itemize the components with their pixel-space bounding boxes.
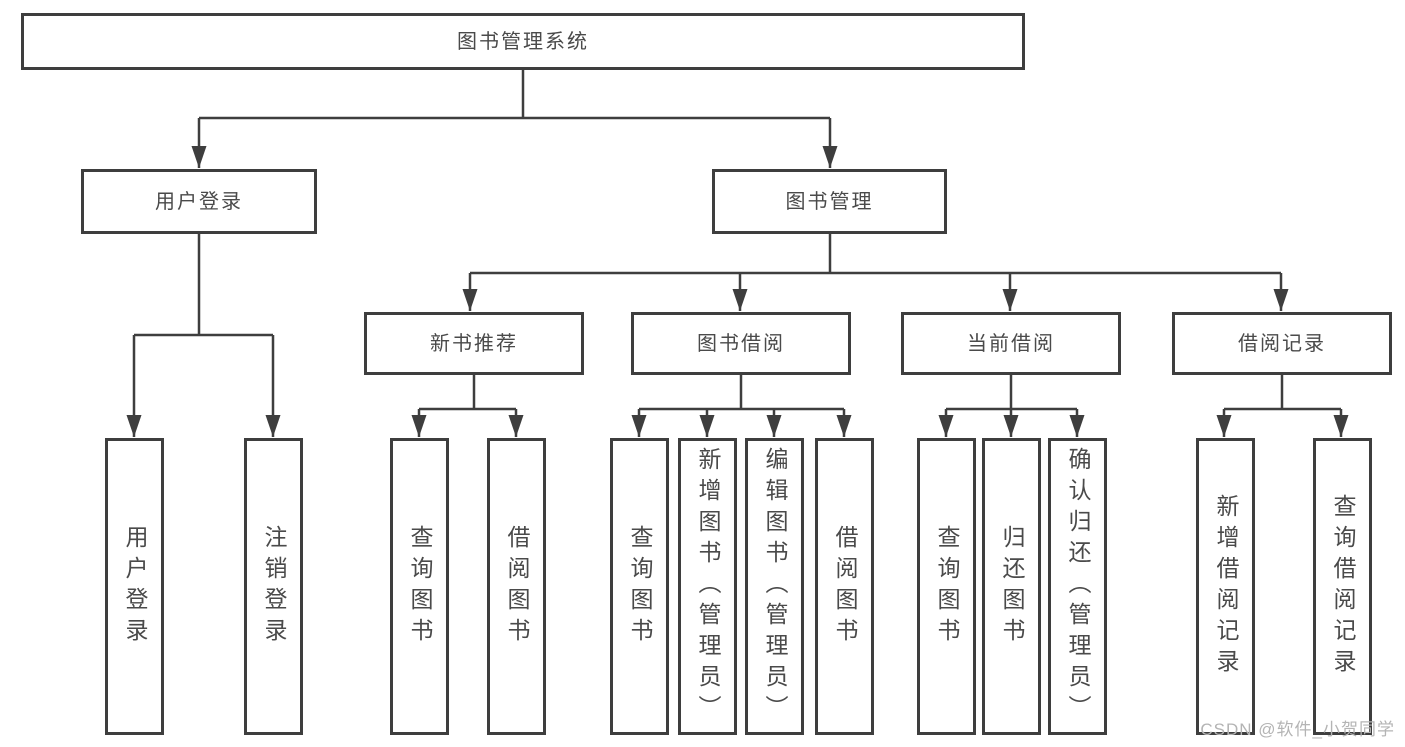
leaf-label: 用户登录: [122, 524, 148, 649]
leaf-user-login: 用户登录: [105, 438, 164, 735]
node-book-borrow: 图书借阅: [631, 312, 851, 375]
leaf-label: 查询图书: [627, 524, 653, 649]
leaf-borrow-books: 借阅图书: [487, 438, 546, 735]
leaf-add-borrow-record: 新增借阅记录: [1196, 438, 1255, 735]
leaf-label: 借阅图书: [504, 524, 530, 649]
leaf-label: 查询图书: [934, 524, 960, 649]
node-label: 新书推荐: [430, 332, 518, 355]
leaf-query-books-2: 查询图书: [610, 438, 669, 735]
node-label: 图书管理系统: [457, 30, 589, 53]
leaf-add-book-admin: 新增图书（管理员）: [678, 438, 737, 735]
leaf-confirm-return-admin: 确认归还（管理员）: [1048, 438, 1107, 735]
node-borrow-records: 借阅记录: [1172, 312, 1392, 375]
node-new-book-recommend: 新书推荐: [364, 312, 584, 375]
leaf-label: 归还图书: [999, 524, 1025, 649]
watermark: CSDN @软件_小贺同学: [1200, 720, 1395, 739]
leaf-query-books-3: 查询图书: [917, 438, 976, 735]
leaf-label: 新增图书（管理员）: [695, 447, 721, 726]
leaf-label: 编辑图书（管理员）: [762, 447, 788, 726]
node-label: 当前借阅: [967, 332, 1055, 355]
node-user-login: 用户登录: [81, 169, 317, 234]
leaf-return-book: 归还图书: [982, 438, 1041, 735]
node-label: 图书管理: [785, 190, 874, 213]
leaf-label: 新增借阅记录: [1213, 493, 1239, 680]
leaf-edit-book-admin: 编辑图书（管理员）: [745, 438, 804, 735]
node-label: 图书借阅: [697, 332, 785, 355]
node-label: 借阅记录: [1238, 332, 1326, 355]
leaf-logout: 注销登录: [244, 438, 303, 735]
leaf-label: 查询图书: [407, 524, 433, 649]
leaf-label: 查询借阅记录: [1330, 493, 1356, 680]
leaf-query-books: 查询图书: [390, 438, 449, 735]
leaf-borrow-books-2: 借阅图书: [815, 438, 874, 735]
leaf-label: 借阅图书: [832, 524, 858, 649]
node-book-management: 图书管理: [712, 169, 947, 234]
node-label: 用户登录: [155, 190, 243, 213]
node-current-borrow: 当前借阅: [901, 312, 1121, 375]
node-library-system: 图书管理系统: [21, 13, 1025, 70]
leaf-label: 确认归还（管理员）: [1065, 447, 1091, 726]
leaf-query-borrow-record: 查询借阅记录: [1313, 438, 1372, 735]
leaf-label: 注销登录: [261, 524, 287, 649]
